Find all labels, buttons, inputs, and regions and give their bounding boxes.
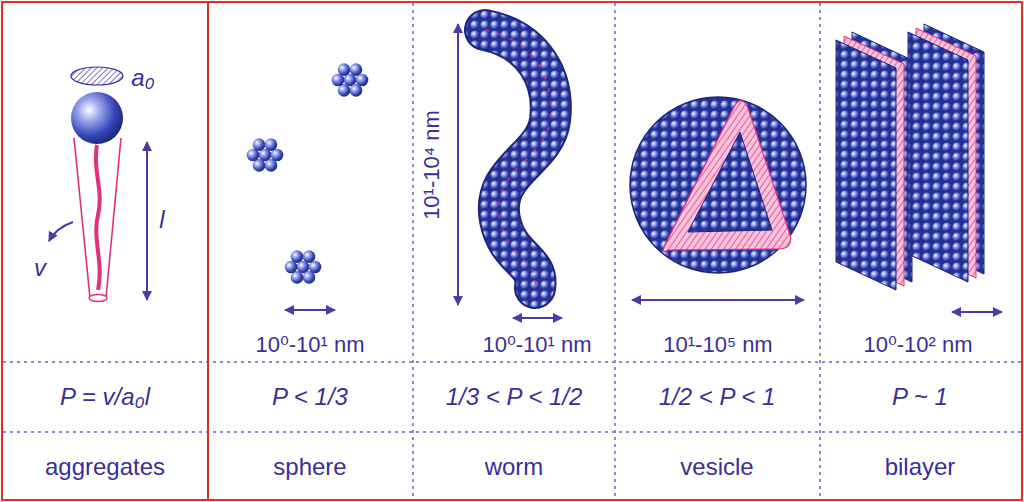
row-header: aggregates: [45, 454, 165, 480]
dimension-label: 10¹-10⁴ nm: [420, 110, 444, 220]
length-label: l: [159, 207, 164, 233]
aggregate-name: vesicle: [680, 454, 753, 480]
worm-micelle: [458, 24, 562, 318]
vesicle: [630, 97, 806, 300]
condition-cell: 1/3 < P < 1/2: [446, 384, 583, 410]
condition-cell: P < 1/3: [272, 384, 348, 410]
sphere-micelles: [247, 63, 369, 310]
condition-cell: 1/2 < P < 1: [659, 384, 776, 410]
condition-cell: P ~ 1: [892, 384, 948, 410]
dimension-label: 10⁰-10¹ nm: [482, 333, 591, 357]
dimension-label: 10⁰-10¹ nm: [255, 333, 364, 357]
aggregate-name: sphere: [273, 454, 346, 480]
dimension-label: 10⁰-10² nm: [863, 333, 972, 357]
aggregate-name: worm: [485, 454, 544, 480]
formula-cell: P = v/a₀l: [60, 384, 150, 410]
volume-label: v: [34, 255, 46, 281]
surfactant-molecule: [49, 67, 147, 302]
dimension-label: 10¹-10⁵ nm: [663, 333, 772, 357]
bilayer-sheets: [836, 24, 1002, 312]
area-label: a₀: [131, 65, 154, 91]
aggregate-name: bilayer: [885, 454, 956, 480]
